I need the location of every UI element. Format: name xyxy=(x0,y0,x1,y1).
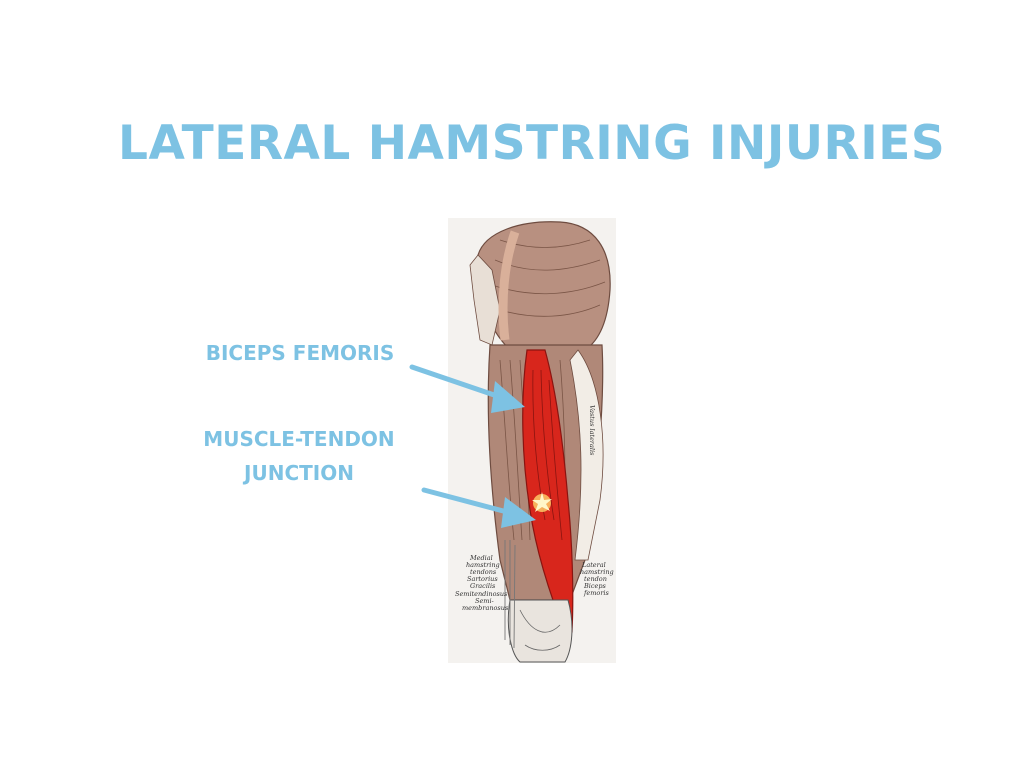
medial-tendons xyxy=(504,540,516,649)
lateral-tendon-labels: Lateral hamstring tendon Biceps femoris xyxy=(580,561,614,597)
medial-tendon-labels: Medial hamstring tendons Sartorius Graci… xyxy=(455,554,509,612)
svg-text:Gracilis: Gracilis xyxy=(470,582,496,590)
svg-text:femoris: femoris xyxy=(583,589,610,597)
biceps-femoris-arrow xyxy=(409,364,525,413)
svg-text:Semitendinosus: Semitendinosus xyxy=(455,590,508,598)
svg-text:hamstring: hamstring xyxy=(580,568,614,576)
injury-burst-icon xyxy=(532,492,552,512)
slide-title: LATERAL HAMSTRING INJURIES xyxy=(118,116,946,171)
biceps-femoris-label: BICEPS FEMORIS xyxy=(205,341,395,365)
svg-text:Lateral: Lateral xyxy=(581,561,606,569)
gluteal-striations xyxy=(491,239,606,317)
svg-text:Medial: Medial xyxy=(469,554,493,562)
svg-text:hamstring: hamstring xyxy=(466,561,500,569)
svg-text:Semi-: Semi- xyxy=(475,597,494,605)
sacral-region xyxy=(469,254,501,346)
muscle-tendon-junction-arrow xyxy=(421,487,536,528)
piriformis-band xyxy=(498,230,520,341)
svg-text:Sartorius: Sartorius xyxy=(467,575,498,583)
vastus-lateralis-label: Vastus lateralis xyxy=(588,405,596,456)
mtj-label-line-1: MUSCLE-TENDON xyxy=(203,427,395,451)
svg-text:tendons: tendons xyxy=(470,568,497,576)
svg-text:tendon: tendon xyxy=(584,575,607,583)
gluteal-muscles xyxy=(477,221,611,351)
vastus-lateralis-band xyxy=(569,349,604,561)
medial-muscle-striations xyxy=(499,359,566,541)
mtj-label-line-2: JUNCTION xyxy=(244,461,354,485)
muscle-tendon-junction-label: MUSCLE-TENDON JUNCTION xyxy=(178,422,420,490)
svg-text:membranosus: membranosus xyxy=(462,604,509,612)
popliteal-detail xyxy=(519,609,561,651)
svg-text:Biceps: Biceps xyxy=(583,582,607,590)
